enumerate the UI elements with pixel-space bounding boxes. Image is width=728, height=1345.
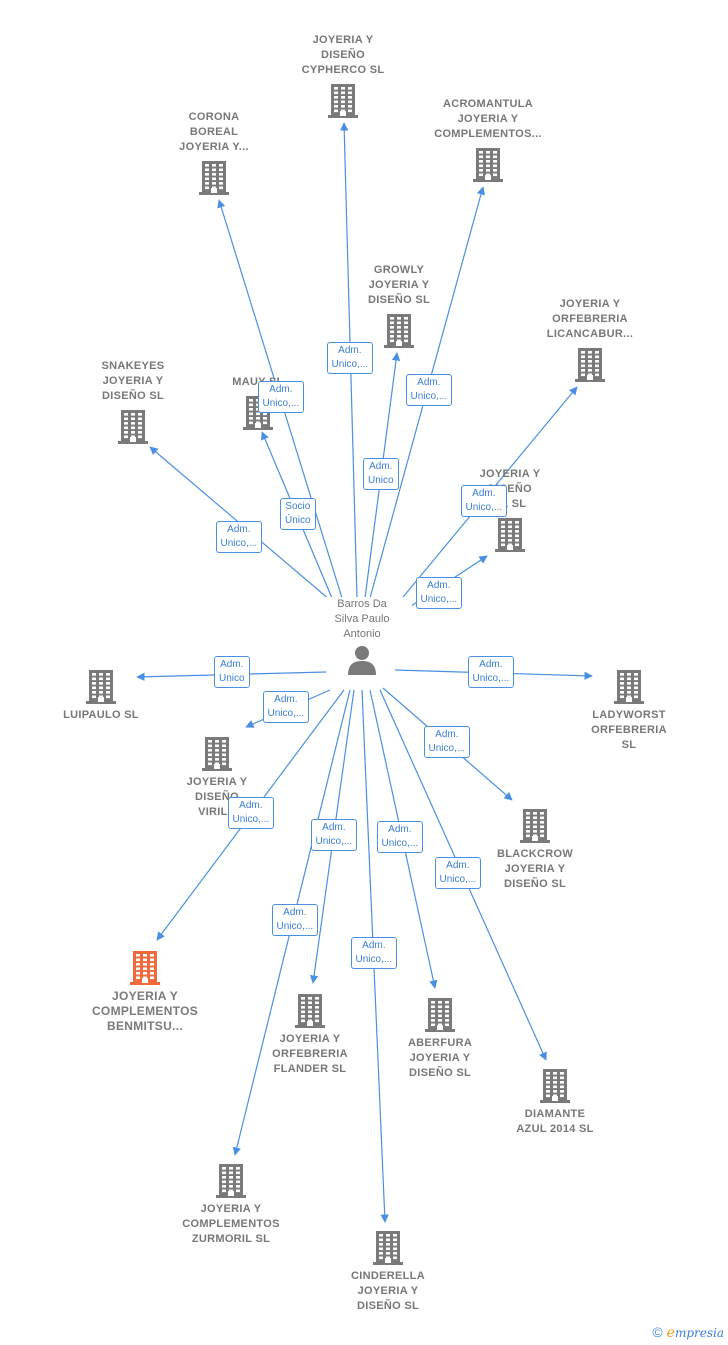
company-node-snakeyes[interactable]: SNAKEYES JOYERIA Y DISEÑO SL xyxy=(68,359,198,444)
company-label: ACROMANTULA JOYERIA Y COMPLEMENTOS... xyxy=(434,98,542,140)
company-node-licancabur[interactable]: JOYERIA Y ORFEBRERIA LICANCABUR... xyxy=(525,297,655,382)
edge-label-aberfura[interactable]: Adm. Unico,... xyxy=(376,821,424,853)
building-icon xyxy=(118,410,148,444)
person-name: Barros Da Silva Paulo Antonio xyxy=(312,597,412,642)
building-icon xyxy=(86,670,116,704)
edge-label-corona[interactable]: Adm. Unico,... xyxy=(257,381,305,413)
company-node-blackcrow[interactable]: BLACKCROW JOYERIA Y DISEÑO SL xyxy=(470,807,600,892)
edge-label-snakeyes[interactable]: Adm. Unico,... xyxy=(215,521,263,553)
company-node-benmitsu[interactable]: JOYERIA Y COMPLEMENTOS BENMITSU... xyxy=(80,949,210,1034)
company-node-growly[interactable]: GROWLY JOYERIA Y DISEÑO SL xyxy=(334,263,464,348)
edge-label-zurmoril[interactable]: Adm. Unico,... xyxy=(271,904,319,936)
edge-label-luipaulo[interactable]: Adm. Unico xyxy=(214,656,250,688)
company-node-flander[interactable]: JOYERIA Y ORFEBRERIA FLANDER SL xyxy=(245,992,375,1077)
company-label: DIAMANTE AZUL 2014 SL xyxy=(516,1108,594,1135)
company-node-aberfura[interactable]: ABERFURA JOYERIA Y DISEÑO SL xyxy=(375,996,505,1081)
company-node-cypherco[interactable]: JOYERIA Y DISEÑO CYPHERCO SL xyxy=(278,33,408,118)
company-label: JOYERIA Y COMPLEMENTOS ZURMORIL SL xyxy=(182,1203,280,1245)
edge-label-flander[interactable]: Adm. Unico,... xyxy=(310,819,358,851)
person-icon xyxy=(348,646,376,675)
building-icon xyxy=(202,737,232,771)
company-label: LADYWORST ORFEBRERIA SL xyxy=(591,709,667,751)
edge-label-virila[interactable]: Adm. Unico,... xyxy=(262,691,310,723)
building-icon xyxy=(328,84,358,118)
company-node-acromantula[interactable]: ACROMANTULA JOYERIA Y COMPLEMENTOS... xyxy=(423,97,553,182)
edge-label-blackcrow[interactable]: Adm. Unico,... xyxy=(423,726,471,758)
building-icon xyxy=(520,809,550,843)
building-icon xyxy=(216,1164,246,1198)
company-node-luipaulo[interactable]: LUIPAULO SL xyxy=(36,668,166,723)
edge-label-licancabur[interactable]: Adm. Unico,... xyxy=(460,485,508,517)
company-label: JOYERIA Y DISEÑO VIRILA xyxy=(186,776,248,818)
brand-logo-text: mpresia xyxy=(674,1326,724,1340)
company-label: CINDERELLA JOYERIA Y DISEÑO SL xyxy=(351,1270,425,1312)
copyright-icon: © xyxy=(652,1324,663,1340)
building-icon xyxy=(540,1069,570,1103)
company-label: JOYERIA Y DISEÑO CYPHERCO SL xyxy=(301,34,385,76)
edge-label-acromantula[interactable]: Adm. Unico,... xyxy=(405,374,453,406)
building-icon xyxy=(295,994,325,1028)
company-label: LUIPAULO SL xyxy=(63,709,139,721)
center-person-node[interactable]: Barros Da Silva Paulo Antonio xyxy=(312,597,412,676)
company-label: JOYERIA Y ORFEBRERIA LICANCABUR... xyxy=(546,298,634,340)
building-icon xyxy=(575,348,605,382)
empresia-brand[interactable]: ©empresia xyxy=(652,1324,724,1341)
company-label: SNAKEYES JOYERIA Y DISEÑO SL xyxy=(101,360,165,402)
edge-label-ladyworst[interactable]: Adm. Unico,... xyxy=(467,656,515,688)
edge-label-joyeria_el[interactable]: Adm. Unico,... xyxy=(415,577,463,609)
building-icon xyxy=(130,951,160,985)
company-label: BLACKCROW JOYERIA Y DISEÑO SL xyxy=(496,848,574,890)
edge-label-growly[interactable]: Adm. Unico xyxy=(363,458,399,490)
brand-logo-e: e xyxy=(666,1325,675,1341)
company-label: JOYERIA Y ORFEBRERIA FLANDER SL xyxy=(272,1033,348,1075)
company-node-diamante[interactable]: DIAMANTE AZUL 2014 SL xyxy=(490,1067,620,1137)
building-icon xyxy=(495,518,525,552)
company-node-virila[interactable]: JOYERIA Y DISEÑO VIRILA xyxy=(152,735,282,820)
building-icon xyxy=(614,670,644,704)
company-label: JOYERIA Y COMPLEMENTOS BENMITSU... xyxy=(91,989,199,1033)
edge-label-cinderella[interactable]: Adm. Unico,... xyxy=(350,937,398,969)
company-label: CORONA BOREAL JOYERIA Y... xyxy=(179,111,249,153)
edge-label-mauy[interactable]: Socio Único xyxy=(280,498,316,530)
building-icon xyxy=(473,148,503,182)
company-label: GROWLY JOYERIA Y DISEÑO SL xyxy=(368,264,430,306)
building-icon xyxy=(425,998,455,1032)
edge-label-diamante[interactable]: Adm. Unico,... xyxy=(434,857,482,889)
company-label: ABERFURA JOYERIA Y DISEÑO SL xyxy=(407,1037,473,1079)
edge-label-benmitsu[interactable]: Adm. Unico,... xyxy=(227,797,275,829)
company-node-ladyworst[interactable]: LADYWORST ORFEBRERIA SL xyxy=(564,668,694,753)
building-icon xyxy=(384,314,414,348)
company-node-cinderella[interactable]: CINDERELLA JOYERIA Y DISEÑO SL xyxy=(323,1229,453,1314)
company-node-zurmoril[interactable]: JOYERIA Y COMPLEMENTOS ZURMORIL SL xyxy=(166,1162,296,1247)
building-icon xyxy=(373,1231,403,1265)
company-node-corona[interactable]: CORONA BOREAL JOYERIA Y... xyxy=(149,110,279,195)
edge-label-cypherco[interactable]: Adm. Unico,... xyxy=(326,342,374,374)
building-icon xyxy=(199,161,229,195)
